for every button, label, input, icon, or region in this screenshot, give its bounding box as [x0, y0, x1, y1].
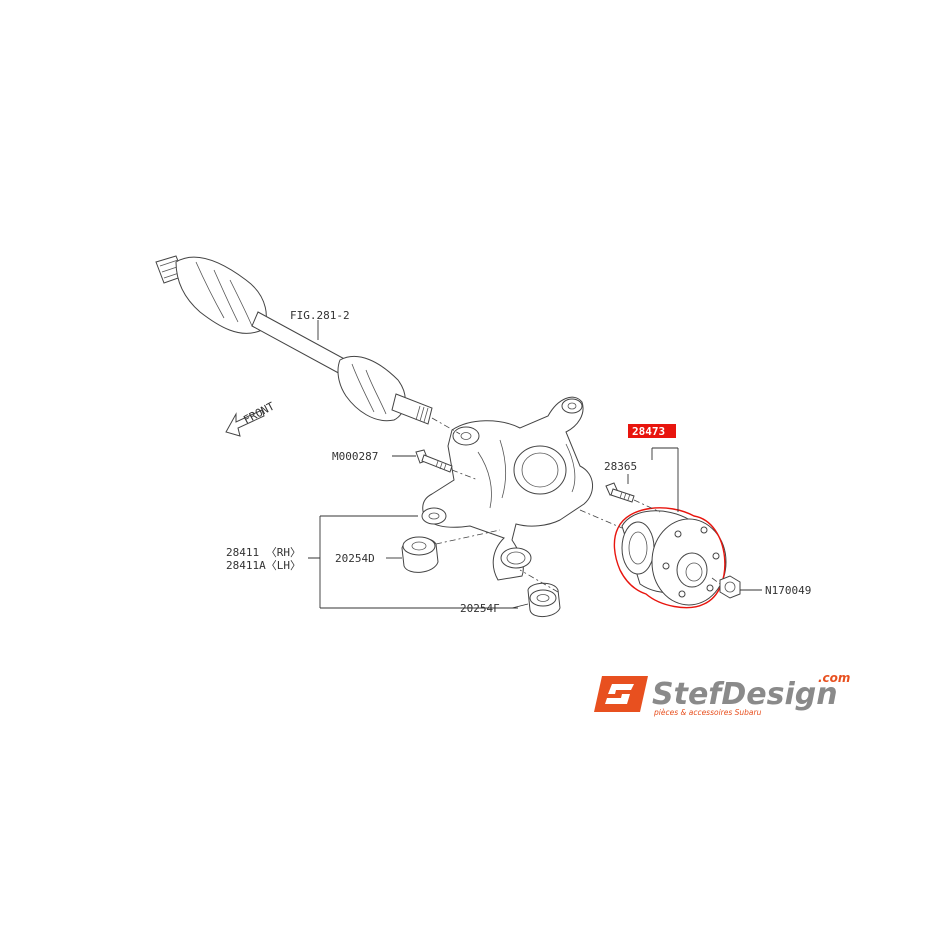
front-arrow-icon: [225, 409, 265, 437]
logo-tagline: pièces & accessoires Subaru: [653, 708, 762, 717]
label-bushing-20254f[interactable]: 20254F: [460, 602, 500, 615]
bolt-m000287: [415, 449, 453, 473]
label-knuckle-rh[interactable]: 28411 〈RH〉: [226, 546, 301, 559]
label-bolt-m000287[interactable]: M000287: [332, 450, 378, 463]
label-fig-ref[interactable]: FIG.281-2: [290, 309, 350, 322]
label-bushing-20254d[interactable]: 20254D: [335, 552, 375, 565]
logo-sd-glyph: [605, 684, 634, 704]
logo-suffix: .com: [818, 671, 850, 685]
leader-lines: [308, 320, 762, 609]
label-front: FRONT: [241, 399, 277, 426]
assembly-lines: [431, 417, 721, 593]
knuckle: [421, 396, 593, 581]
bushing-20254f: [527, 582, 561, 617]
logo-name: StefDesign: [652, 677, 838, 712]
label-knuckle-lh[interactable]: 28411A〈LH〉: [226, 559, 301, 572]
hub-bolt-28365: [605, 482, 635, 503]
bushing-20254d: [401, 536, 439, 573]
label-nut-n170049[interactable]: N170049: [765, 584, 811, 597]
logo-sd-icon: [594, 676, 648, 712]
stefdesign-logo[interactable]: StefDesign .com pièces & accessoires Sub…: [594, 671, 850, 717]
nut-n170049: [719, 575, 741, 599]
label-hub-bolt-28365[interactable]: 28365: [604, 460, 637, 473]
hub-assembly-highlight: [613, 507, 726, 609]
drive-shaft: [155, 255, 433, 425]
hub-assembly-28473: [613, 507, 727, 609]
label-hub-assembly-bg: [628, 424, 676, 438]
label-hub-assembly-28473[interactable]: 28473: [632, 425, 665, 438]
